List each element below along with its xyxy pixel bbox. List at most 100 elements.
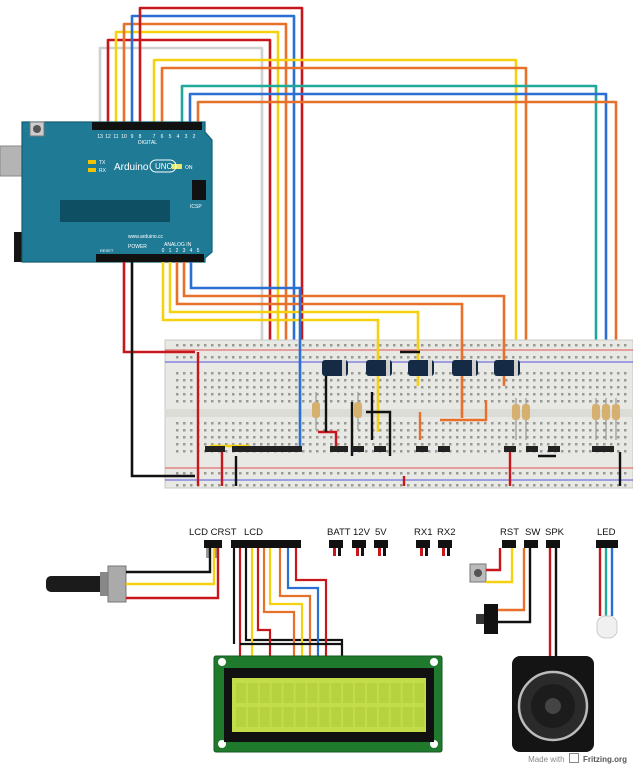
tx-label: TX — [99, 160, 106, 166]
batt-header — [329, 540, 343, 556]
wire-analog-3 — [182, 262, 506, 386]
svg-text:2: 2 — [193, 134, 196, 140]
sw-header — [524, 540, 538, 548]
wire-analog-4 — [189, 262, 302, 446]
rst-header — [502, 540, 516, 548]
lcd-header — [231, 540, 301, 548]
wire-gnd — [130, 262, 195, 478]
lcd-character-cells — [236, 683, 425, 727]
wire-digital-13 — [98, 46, 264, 448]
svg-text:11: 11 — [113, 134, 118, 140]
svg-text:12: 12 — [105, 134, 111, 140]
lcd-wires — [232, 548, 344, 656]
label-rx1: RX1 — [414, 527, 433, 538]
rx1-header — [416, 540, 430, 556]
resistors — [312, 392, 620, 440]
label-rx2: RX2 — [437, 527, 456, 538]
resistor-4 — [522, 398, 530, 440]
icsp-label: ICSP — [190, 204, 202, 210]
wire-digital-6 — [152, 58, 518, 418]
digital-wires — [98, 6, 618, 448]
svg-text:1: 1 — [169, 248, 172, 254]
svg-text:3: 3 — [183, 248, 186, 254]
svg-text:6: 6 — [161, 134, 164, 140]
arduino-brand: Arduino — [114, 162, 149, 173]
svg-text:7: 7 — [153, 134, 156, 140]
svg-text:4: 4 — [177, 134, 180, 140]
microcontroller-chip — [60, 200, 170, 222]
svg-text:5: 5 — [197, 248, 200, 254]
label-led: LED — [597, 527, 616, 538]
wire-digital-3 — [188, 92, 608, 398]
digital-label: DIGITAL — [138, 140, 157, 146]
12v-header — [352, 540, 366, 556]
arduino-model: UNO — [155, 162, 173, 171]
pot-wires — [126, 548, 220, 600]
watermark-prefix: Made with — [528, 755, 565, 764]
label-lcd-crst: LCD CRST — [189, 527, 237, 538]
capacitor-2 — [366, 360, 392, 376]
rst-wires — [486, 548, 514, 584]
label-spk: SPK — [545, 527, 565, 538]
analog-label: ANALOG IN — [164, 242, 192, 248]
wire-digital-12 — [106, 38, 272, 448]
breadboard-header-pins — [205, 446, 614, 452]
label-5v: 5V — [375, 527, 387, 538]
label-rst: RST — [500, 527, 519, 538]
wire-digital-10 — [122, 22, 288, 448]
svg-text:13: 13 — [97, 134, 103, 140]
lcd-crst-header — [204, 540, 222, 558]
wire-5v — [122, 262, 195, 354]
url-text: www.arduino.cc — [128, 234, 164, 240]
icsp-header — [192, 180, 206, 200]
analog-power-header — [96, 254, 204, 262]
digital-header — [92, 122, 202, 130]
power-label: POWER — [128, 244, 147, 250]
breadboard-jumpers — [196, 350, 622, 486]
label-12v: 12V — [353, 527, 370, 538]
speaker — [512, 656, 594, 752]
watermark-brand: Fritzing.org — [583, 755, 627, 764]
reset-label: RESET — [100, 248, 114, 253]
wire-digital-9 — [130, 14, 296, 448]
potentiometer — [46, 565, 127, 603]
wire-digital-4 — [180, 84, 598, 398]
power-wires — [122, 262, 195, 478]
svg-text:0: 0 — [162, 248, 165, 254]
wire-digital-11 — [114, 30, 280, 448]
resistor-3 — [512, 398, 520, 440]
fritzing-logo-icon — [568, 753, 579, 763]
resistor-7 — [612, 398, 620, 440]
svg-text:8: 8 — [139, 134, 142, 140]
svg-text:9: 9 — [131, 134, 134, 140]
resistor-5 — [592, 398, 600, 440]
rx-label: RX — [99, 168, 107, 174]
arduino-uno-board: 13 12 11 10 9 8 7 6 5 4 3 2 0 1 2 3 4 5 … — [0, 121, 213, 263]
svg-text:3: 3 — [185, 134, 188, 140]
resistor-2 — [354, 392, 362, 430]
fritzing-watermark: Made with Fritzing.org — [528, 753, 627, 764]
svg-text:2: 2 — [176, 248, 179, 254]
resistor-6 — [602, 398, 610, 440]
spk-wires — [548, 548, 558, 656]
capacitor-5 — [494, 360, 520, 376]
label-batt: BATT — [327, 527, 351, 538]
5v-header — [374, 540, 388, 556]
spk-header — [546, 540, 560, 548]
capacitor-1 — [322, 360, 348, 376]
svg-text:10: 10 — [121, 134, 127, 140]
rst-button — [469, 563, 487, 583]
wire-digital-5 — [160, 66, 528, 418]
label-lcd: LCD — [244, 527, 264, 538]
svg-text:5: 5 — [169, 134, 172, 140]
capacitor-3 — [408, 360, 434, 376]
capacitor-4 — [452, 360, 478, 376]
capacitors — [322, 360, 520, 376]
rgb-led — [596, 548, 618, 639]
wire-analog-1 — [168, 262, 420, 386]
label-sw: SW — [525, 527, 541, 538]
rx2-header — [438, 540, 452, 556]
wire-digital-2 — [196, 100, 618, 398]
sw-wires — [498, 548, 532, 624]
